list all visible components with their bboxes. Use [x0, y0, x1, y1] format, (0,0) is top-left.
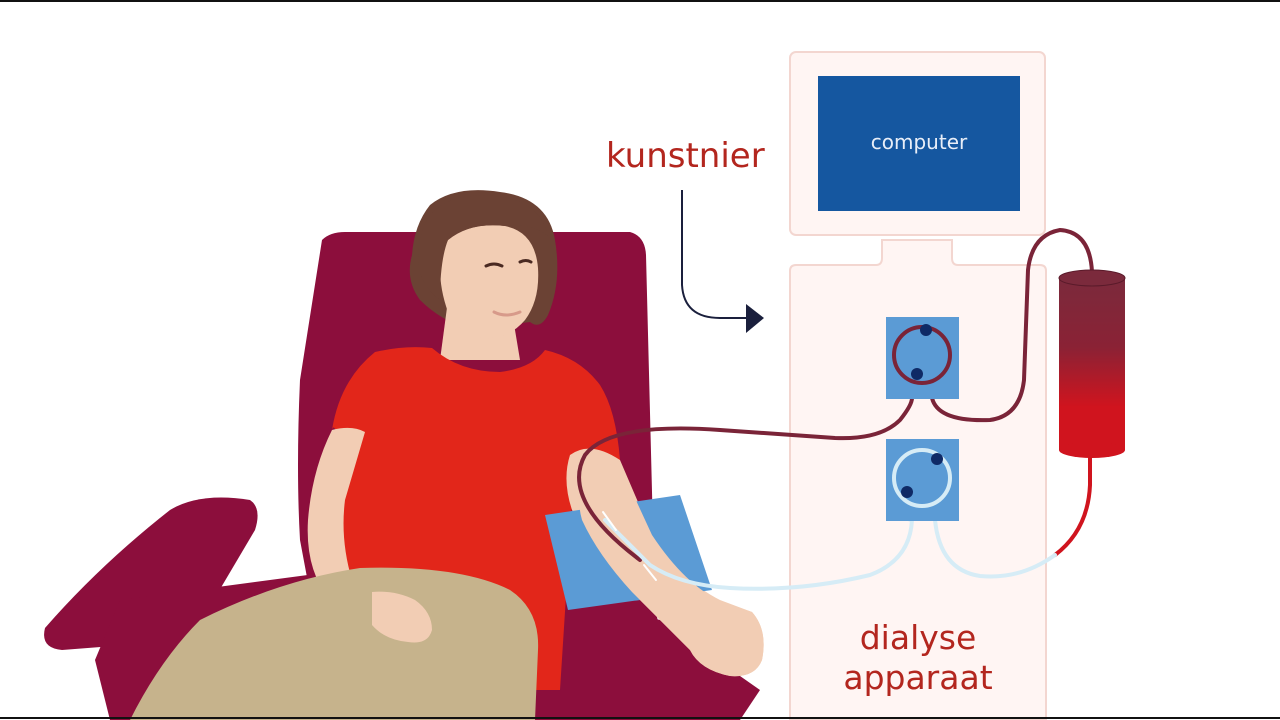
pump-roller-upper-b [911, 368, 923, 380]
label-kunstnier: kunstnier [606, 136, 765, 176]
filter-icon [1058, 269, 1126, 458]
blanket [130, 567, 539, 720]
right-forearm [579, 463, 764, 677]
needle-icon [602, 511, 657, 581]
tube-venous-return [933, 518, 1057, 579]
arrow-line [681, 190, 748, 319]
mouth [492, 310, 522, 317]
computer-screen [818, 76, 1020, 211]
hair-fringe [418, 195, 548, 300]
label-computer: computer [870, 130, 968, 154]
tube-return-to-arm [603, 518, 914, 591]
label-dialyse-line2: apparaat [843, 658, 993, 697]
pump-lower [886, 439, 959, 521]
eye-left [484, 262, 504, 268]
filter-body [1059, 278, 1125, 450]
tube-from-filter [1053, 453, 1092, 557]
label-dialyse-apparaat: dialyse apparaat [790, 618, 1046, 698]
filter-top [1058, 269, 1126, 287]
tube-to-filter [930, 227, 1094, 423]
pump-upper [886, 317, 959, 399]
tube-arterial-in [577, 396, 914, 562]
pump-roller-lower-a [931, 453, 943, 465]
arrow-head [746, 304, 764, 333]
filter-bottom [1059, 442, 1125, 458]
pump-roller-lower-b [901, 486, 913, 498]
arrow-icon [681, 190, 764, 333]
pump-roller-upper-a [920, 324, 932, 336]
label-dialyse-line1: dialyse [859, 618, 977, 657]
left-hand [372, 591, 432, 643]
face [440, 225, 539, 339]
eye-right [518, 259, 533, 264]
